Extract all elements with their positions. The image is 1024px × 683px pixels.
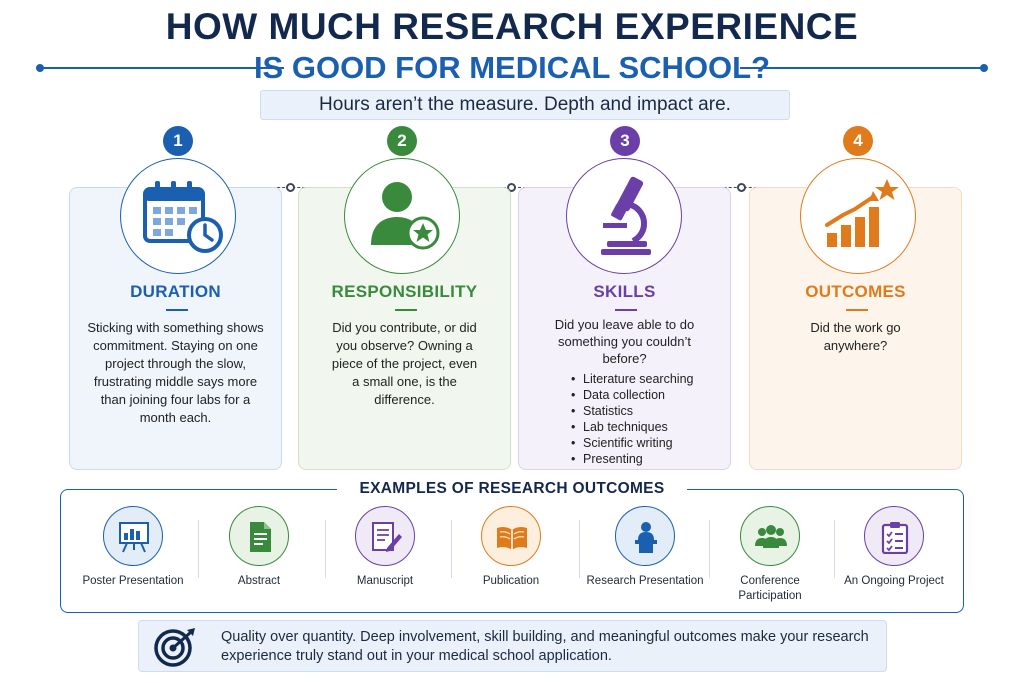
calendar-clock-icon [143,181,223,253]
example-icon-circle [229,506,289,566]
example-label: Manuscript [356,575,414,587]
divider [834,520,835,578]
page-title-line2: IS GOOD FOR MEDICAL SCHOOL? [253,50,771,85]
growth-chart-star-icon [825,179,899,247]
open-book-icon [497,526,527,550]
step-number-badge: 3 [610,126,640,156]
heading-underline [615,309,637,311]
card-text: Did you leave able to do something you c… [554,317,695,366]
card-text-block: Did you leave able to do something you c… [543,316,706,467]
example-icon-circle [740,506,800,566]
target-arrow-icon [153,626,197,673]
divider [451,520,452,578]
example-item: Poster Presentation [73,506,193,589]
step-number-badge: 2 [387,126,417,156]
heading-underline [846,309,868,311]
icon-circle [120,158,236,274]
list-item: Literature searching [571,371,706,387]
example-icon-circle [864,506,924,566]
microscope-icon [601,176,651,255]
list-item: Lab techniques [571,419,706,435]
step-number-badge: 4 [843,126,873,156]
title-line [42,67,284,69]
divider [325,520,326,578]
example-item: Research Presentation [585,506,705,589]
connector-dot [737,183,746,192]
example-label: Abstract [237,575,281,587]
title-line-dot [980,64,988,72]
example-icon-circle [481,506,541,566]
divider [579,520,580,578]
heading-underline [166,309,188,311]
manuscript-pen-icon [372,522,402,552]
example-label: An Ongoing Project [844,575,944,587]
podium-speaker-icon [635,522,657,553]
poster-easel-icon [119,522,149,553]
title-line [740,67,982,69]
example-label: Research Presentation [586,575,704,587]
icon-circle [800,158,916,274]
card-duration: DURATION Sticking with something shows c… [69,187,282,470]
icon-circle [344,158,460,274]
example-item: Manuscript [325,506,445,589]
card-text: Did the work go anywhere? [810,320,901,353]
connector-dot [507,183,516,192]
step-number-badge: 1 [163,126,193,156]
list-item: Statistics [571,403,706,419]
example-icon-circle [103,506,163,566]
subtitle-banner: Hours aren’t the measure. Depth and impa… [260,90,790,120]
skills-list: Literature searching Data collection Sta… [571,371,706,467]
examples-heading: EXAMPLES OF RESEARCH OUTCOMES [337,480,687,498]
group-people-icon [755,525,787,548]
example-item: An Ongoing Project [834,506,954,589]
clipboard-checklist-icon [881,522,909,554]
example-label: Poster Presentation [82,575,184,587]
examples-panel: EXAMPLES OF RESEARCH OUTCOMES Poster Pre… [60,480,964,613]
page-title: HOW MUCH RESEARCH EXPERIENCE [165,6,859,47]
person-star-icon [371,182,440,250]
example-icon-circle [355,506,415,566]
heading-underline [395,309,417,311]
example-item: Conference Participation [710,506,830,604]
footer-text: Quality over quantity. Deep involvement,… [221,629,869,664]
divider [198,520,199,578]
example-item: Publication [451,506,571,589]
card-text: Sticking with something shows commitment… [87,320,264,425]
title-line-dot [36,64,44,72]
list-item: Scientific writing [571,435,706,451]
example-icon-circle [615,506,675,566]
document-icon [250,522,271,552]
title-subline: IS GOOD FOR MEDICAL SCHOOL? [36,48,988,88]
card-heading: SKILLS [593,282,656,301]
card-text: Did you contribute, or did you observe? … [331,320,478,407]
example-item: Abstract [199,506,319,589]
divider [709,520,710,578]
list-item: Presenting [571,451,706,467]
card-heading: RESPONSIBILITY [331,282,478,301]
example-label: Publication [482,575,540,587]
connector-dot [286,183,295,192]
footer-callout: Quality over quantity. Deep involvement,… [138,620,887,672]
card-heading: DURATION [130,282,221,301]
example-label: Conference Participation [738,575,802,602]
icon-circle [566,158,682,274]
list-item: Data collection [571,387,706,403]
card-heading: OUTCOMES [805,282,906,301]
